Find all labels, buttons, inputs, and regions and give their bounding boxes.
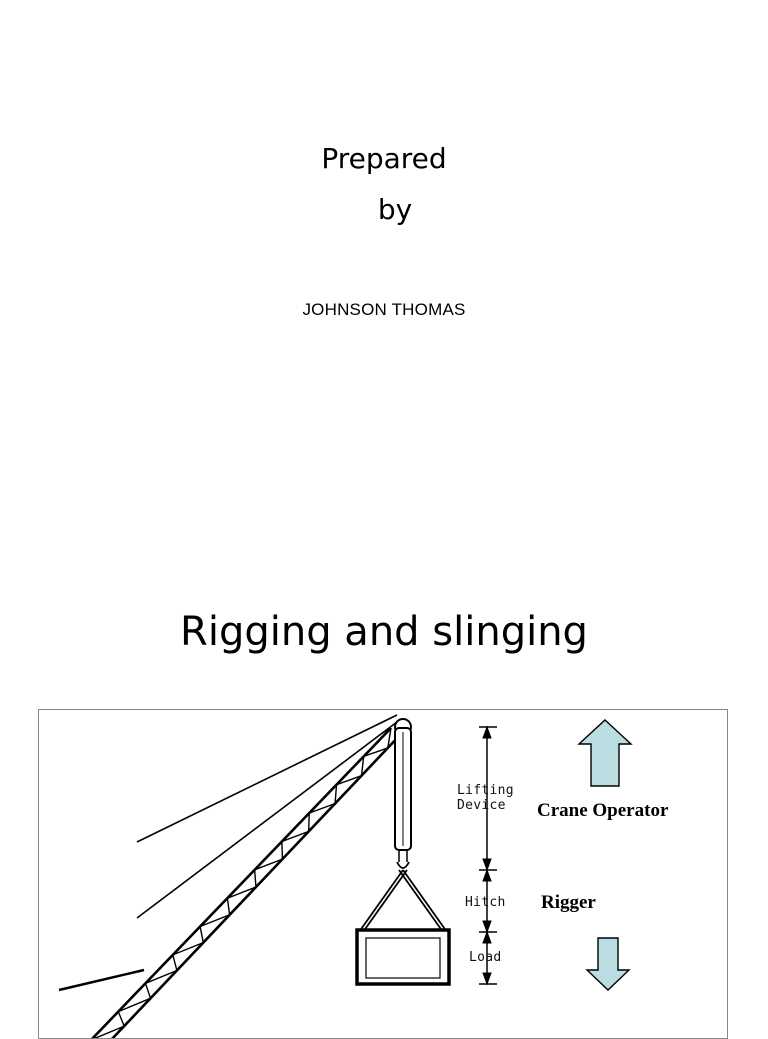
arrow-down-icon [585, 937, 631, 991]
crane-rigging-diagram: Lifting Device Hitch Load Crane Operator… [38, 709, 728, 1039]
prepared-label: Prepared [321, 142, 447, 175]
boom-tie-line [58, 968, 145, 992]
role-crane-operator: Crane Operator [537, 800, 669, 821]
arrow-up-icon [577, 719, 633, 787]
crane-illustration [58, 714, 633, 1038]
role-rigger: Rigger [541, 892, 596, 913]
label-load: Load [469, 950, 502, 965]
label-device: Device [457, 798, 506, 813]
label-hitch: Hitch [465, 895, 506, 910]
sling-hitch [358, 869, 448, 933]
slide-title: Rigging and slinging [180, 609, 588, 655]
pendant-line-upper [136, 714, 398, 843]
dimension-line [479, 725, 497, 986]
load-box [355, 928, 451, 986]
pendant-line-lower [136, 721, 398, 919]
by-label: by [377, 193, 413, 226]
lattice-boom [91, 727, 402, 1038]
hook-block [394, 718, 412, 869]
author-name: JOHNSON THOMAS [302, 300, 466, 319]
label-lifting: Lifting [457, 783, 514, 798]
